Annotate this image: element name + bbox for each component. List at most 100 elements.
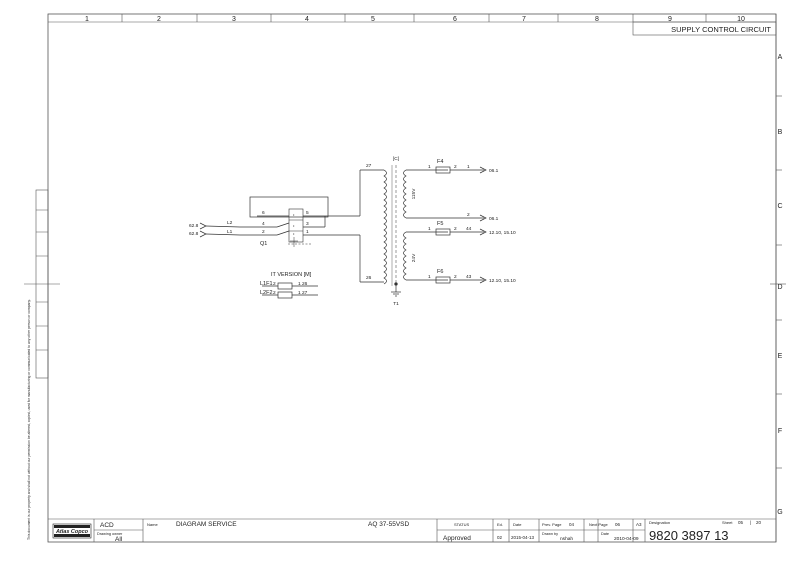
- name-label: Name: [147, 522, 158, 527]
- breaker-pin: 2: [262, 229, 265, 235]
- breaker-marker: •: [293, 223, 295, 228]
- it-fuse-pin: 2: [273, 281, 276, 287]
- fuse-name: F5: [437, 221, 443, 227]
- sheet-separator: |: [750, 520, 751, 525]
- row-label: A: [778, 54, 783, 61]
- date-label: Date: [513, 522, 522, 527]
- cross-ref: 12.10, 15.10: [489, 230, 516, 236]
- col-label: 10: [737, 16, 745, 23]
- fuse-name: F4: [437, 159, 443, 165]
- cross-ref: 06.1: [489, 216, 499, 222]
- wire-label: 1: [467, 164, 470, 170]
- line-label: L1: [227, 229, 233, 235]
- input-ref: 62.8: [189, 223, 199, 229]
- it-fuse-pin: 2: [273, 290, 276, 296]
- row-label: G: [777, 509, 782, 516]
- dept: ACD: [100, 522, 114, 529]
- breaker-pin: 3: [306, 221, 309, 227]
- legal-side-note: This document is our property and shall …: [27, 299, 31, 540]
- fuse-pin: 1: [428, 274, 431, 280]
- paper-format: A3: [636, 522, 642, 527]
- next-page-label: Next Page: [589, 522, 608, 527]
- col-label: 6: [453, 16, 457, 23]
- wire-label: 43: [466, 274, 472, 280]
- creation-date: 2010-04-09: [614, 536, 639, 542]
- col-label: 2: [157, 16, 161, 23]
- product-name: AQ 37-55VSD: [368, 521, 409, 528]
- revision-date: 2015-04-13: [511, 535, 535, 540]
- it-fuse-name: L2F2: [260, 290, 273, 296]
- drawing-owner-label: Drawing owner: [97, 532, 123, 536]
- drawing-owner: All: [115, 536, 123, 543]
- row-label: B: [778, 129, 783, 136]
- drawing-name: DIAGRAM SERVICE: [176, 521, 237, 528]
- col-label: 4: [305, 16, 309, 23]
- fuse-pin: 2: [454, 226, 457, 232]
- column-ruler: 1 2 3 4 5 6 7 8 9 10: [85, 14, 745, 23]
- date2-label: Date: [601, 532, 609, 536]
- it-wire-label: 1 27: [298, 290, 308, 296]
- input-ref: 62.8: [189, 231, 199, 237]
- fuse-pin: 2: [454, 274, 457, 280]
- logo-stripe: [54, 534, 90, 537]
- status-label: STATUS: [454, 522, 470, 527]
- outer-frame: [47, 13, 777, 543]
- col-label: 5: [371, 16, 375, 23]
- transformer-code: [C]: [393, 156, 399, 162]
- it-version-title: IT VERSION [M]: [271, 272, 312, 278]
- row-label: F: [778, 428, 782, 435]
- fuse-name: F6: [437, 269, 443, 275]
- line-label: L2: [227, 220, 233, 226]
- title-block: [48, 518, 776, 542]
- page-title: SUPPLY CONTROL CIRCUIT: [671, 25, 771, 34]
- breaker-marker: •: [293, 231, 295, 236]
- status-value: Approved: [443, 535, 471, 542]
- cross-ref: 06.1: [489, 168, 499, 174]
- breaker-marker: •: [293, 212, 295, 217]
- drawn-by-label: Drawn by: [542, 532, 558, 536]
- terminal-label: 27: [366, 163, 372, 169]
- col-label: 9: [668, 16, 672, 23]
- prev-page-label: Prev. Page: [542, 522, 562, 527]
- supply-circuit: [199, 165, 487, 299]
- brand-logo-text: Atlas Copco: [55, 529, 89, 535]
- terminal-label: 26: [366, 275, 372, 281]
- col-label: 8: [595, 16, 599, 23]
- sheet-number: 05: [738, 520, 744, 525]
- row-label: C: [777, 203, 782, 210]
- voltage-24-label: 24V: [411, 253, 417, 262]
- fuse-pin: 2: [454, 164, 457, 170]
- breaker-label: Q1: [260, 241, 267, 247]
- breaker-pin: 6: [262, 210, 265, 216]
- ed-label: Ed.: [497, 522, 503, 527]
- breaker-pin: 4: [262, 221, 265, 227]
- next-page[interactable]: 06: [615, 522, 621, 527]
- binding-strip: [24, 189, 60, 379]
- row-label: D: [777, 284, 782, 291]
- fuse-pin: 1: [428, 164, 431, 170]
- schematic-labels: [C] T1 115V 24V 27 26 62.8 62.8 L2 L1 Q1…: [189, 156, 516, 307]
- breaker-pin: 1: [306, 229, 309, 235]
- transformer-label: T1: [393, 301, 399, 307]
- wire-label: 2: [467, 212, 470, 218]
- sheet-total: 20: [756, 520, 762, 525]
- it-wire-label: 1 26: [298, 281, 308, 287]
- edition: 02: [497, 535, 503, 540]
- col-label: 7: [522, 16, 526, 23]
- fuse-pin: 1: [428, 226, 431, 232]
- col-label: 3: [232, 16, 236, 23]
- prev-page[interactable]: 04: [569, 522, 575, 527]
- it-fuse-name: L1F1: [260, 281, 273, 287]
- drawn-by: nshah: [560, 536, 573, 542]
- breaker-pin: 5: [306, 210, 309, 216]
- designation-label: Designation: [649, 520, 670, 525]
- title-block-text: ACD Drawing owner All Name DIAGRAM SERVI…: [97, 520, 762, 543]
- voltage-115-label: 115V: [411, 188, 417, 200]
- header-title-box: [632, 21, 777, 36]
- designation-number: 9820 3897 13: [649, 528, 729, 543]
- sheet-label: Sheet: [722, 520, 733, 525]
- col-label: 1: [85, 16, 89, 23]
- row-label: E: [778, 353, 783, 360]
